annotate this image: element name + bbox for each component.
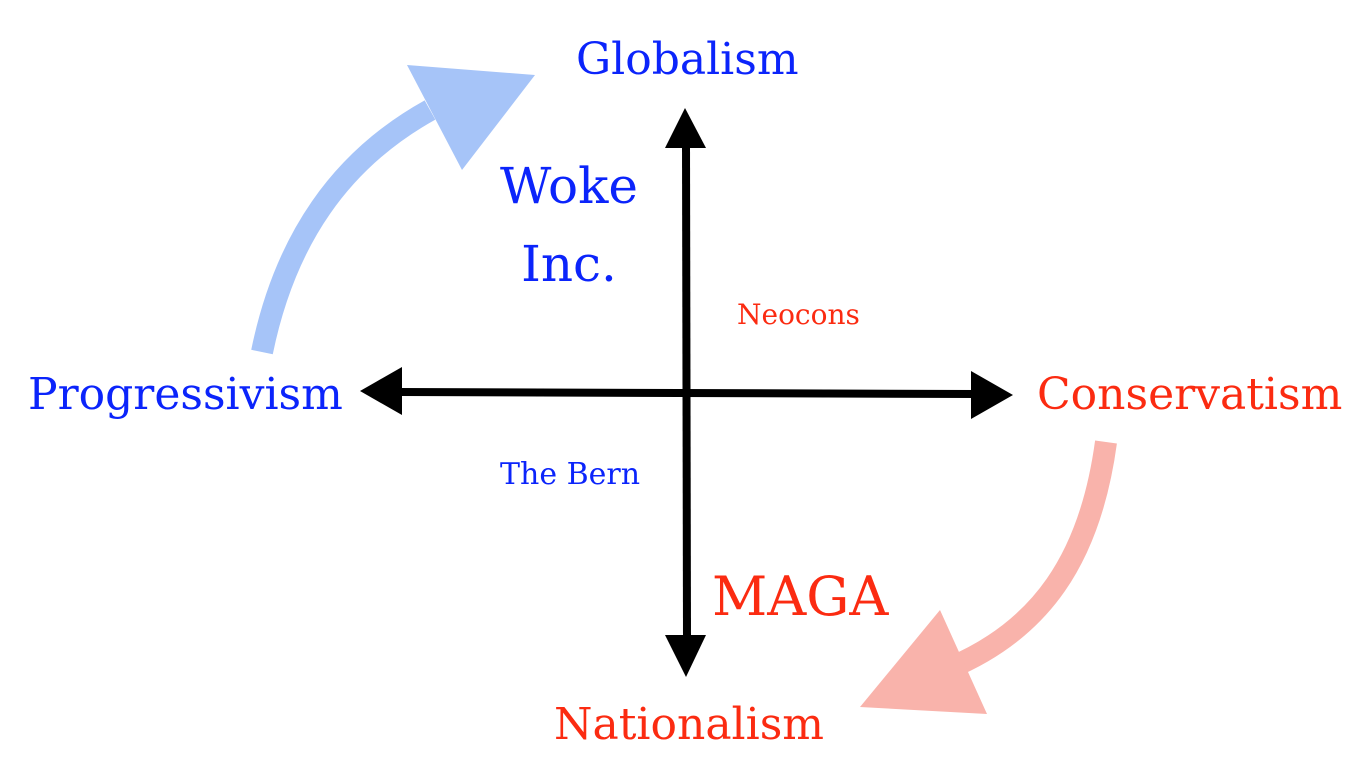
blue-shift-arrow-icon [251, 65, 535, 355]
axis-label-conservatism: Conservatism [1037, 369, 1343, 420]
woke-line-1: Woke [500, 157, 638, 215]
red-shift-arrow-icon [860, 440, 1117, 714]
quadrant-label-maga: MAGA [712, 565, 889, 628]
woke-line-2: Inc. [521, 234, 617, 293]
axis-label-nationalism: Nationalism [554, 699, 824, 750]
axis-label-globalism: Globalism [576, 34, 799, 85]
quadrant-label-woke-inc: Woke Inc. [500, 148, 638, 303]
up-arrowhead-icon [665, 108, 706, 148]
quadrant-label-the-bern: The Bern [500, 457, 641, 492]
axis-label-progressivism: Progressivism [28, 369, 343, 420]
vertical-axis [665, 108, 706, 677]
down-arrowhead-icon [665, 635, 706, 677]
quadrant-label-neocons: Neocons [737, 298, 860, 331]
left-arrowhead-icon [360, 367, 402, 415]
right-arrowhead-icon [971, 371, 1013, 419]
